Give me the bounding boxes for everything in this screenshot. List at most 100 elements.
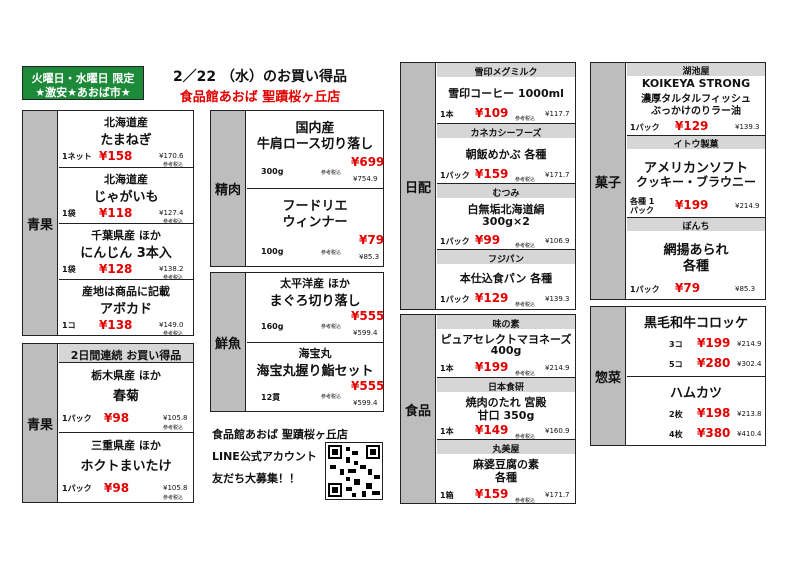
product-name-line1: 国内産	[295, 121, 335, 136]
product-price: ¥555	[351, 379, 385, 393]
tax-note: 参考税込	[321, 250, 342, 256]
product-name: 雪印コーヒー 1000ml	[448, 87, 564, 100]
section-grocery: 食品 味の素 ピュアセレクトマヨネーズ 400g 1本 ¥199 ¥214.9 …	[400, 314, 576, 504]
product-tax-price: ¥139.3	[545, 295, 570, 303]
product-name: 黒毛和牛コロッケ	[643, 316, 748, 331]
product-origin: 海宝丸	[298, 347, 332, 360]
product-qty: 1本	[440, 427, 454, 436]
product-qty: 各種 1パック	[630, 197, 655, 215]
product-qty: 12貫	[261, 393, 281, 402]
tax-note: 参考税込	[321, 324, 342, 330]
product-qty: 1袋	[62, 265, 76, 274]
product-qty: 3コ	[669, 340, 683, 349]
section-produce-2day: 青果 2日間連続 お買い得品 栃木県産 ほか 春菊 1パック ¥98 ¥105.…	[22, 343, 194, 503]
product-card: 海宝丸 海宝丸握り鮨セット ¥555 12貫 参考税込 ¥599.4	[247, 342, 385, 412]
product-price: ¥199	[675, 198, 709, 212]
promo-line1: 火曜日・水曜日 限定	[31, 72, 135, 85]
section-daily: 日配 雪印メグミルク 雪印コーヒー 1000ml 1本 ¥109 ¥117.7 …	[400, 62, 576, 310]
product-size: 400g	[490, 344, 522, 357]
product-price: ¥198	[697, 406, 731, 420]
product-card: カネカシーフーズ 朝飯めかぶ 各種 1パック ¥159 ¥171.7 参考税込	[437, 123, 575, 184]
product-qty: 1ネット	[62, 152, 92, 161]
product-tax-price: ¥117.7	[545, 110, 570, 118]
page-title: 2／22 （水）のお買い得品	[172, 69, 348, 85]
product-tax-price: ¥171.7	[545, 491, 570, 499]
product-brand: ぼんち	[682, 222, 710, 232]
product-brand: むつみ	[492, 189, 520, 199]
product-card: 湖池屋 KOIKEYA STRONG 濃厚タルタルフィッシュ ぶっかけのりラー油…	[627, 63, 765, 135]
product-name: 焼肉のたれ 宮殿	[465, 396, 547, 409]
product-qty: 1本	[440, 110, 454, 119]
section-fish: 鮮魚 太平洋産 ほか まぐろ切り落し ¥555 160g 参考税込 ¥599.4…	[210, 272, 384, 412]
product-tax-price: ¥213.8	[737, 410, 762, 418]
product-qty: 1箱	[440, 491, 454, 500]
product-name: 麻婆豆腐の素	[473, 458, 539, 471]
product-tax-price: ¥599.4	[353, 399, 378, 407]
product-name-line1: フードリエ	[282, 199, 348, 214]
product-price: ¥380	[697, 426, 731, 440]
product-price: ¥199	[697, 336, 731, 350]
product-tax-price: ¥214.9	[735, 202, 760, 210]
product-card: 丸美屋 麻婆豆腐の素 各種 1箱 ¥159 ¥171.7 参考税込	[437, 439, 575, 504]
product-size: 各種	[495, 471, 517, 484]
product-card: 太平洋産 ほか まぐろ切り落し ¥555 160g 参考税込 ¥599.4	[247, 273, 384, 342]
product-qty: 1コ	[62, 321, 76, 330]
product-price: ¥138	[99, 318, 133, 332]
product-card: 北海道産 たまねぎ 1ネット ¥158 ¥170.6 参考税込	[59, 111, 193, 168]
product-card: 千葉県産 ほか にんじん 3本入 1袋 ¥128 ¥138.2 参考税込	[59, 223, 193, 281]
footer-friend-recruit: 友だち大募集！！	[212, 472, 300, 485]
product-origin: 千葉県産 ほか	[91, 229, 161, 242]
product-qty: 1パック	[440, 295, 470, 304]
product-tax-price: ¥214.9	[737, 340, 762, 348]
tax-note: 参考税込	[163, 275, 184, 281]
product-card: 北海道産 じゃがいも 1袋 ¥118 ¥127.4 参考税込	[59, 167, 193, 225]
promo-line2: ★激安★あおば市★	[35, 86, 131, 99]
product-name: まぐろ切り落し	[269, 294, 361, 309]
tax-note: 参考税込	[515, 177, 536, 183]
product-qty: 1パック	[440, 237, 470, 246]
product-card: ぼんち 網揚あられ 各種 1パック ¥79 ¥85.3	[627, 217, 765, 300]
tax-note: 参考税込	[163, 425, 184, 431]
product-qty: 160g	[261, 322, 284, 331]
tax-note: 参考税込	[163, 219, 184, 225]
product-card: 日本食研 焼肉のたれ 宮殿 甘口 350g 1本 ¥149 ¥160.9 参考税…	[437, 377, 575, 440]
category-label: 青果	[23, 111, 58, 335]
qr-code-icon[interactable]	[325, 442, 383, 500]
product-qty: 1パック	[62, 484, 92, 493]
product-price: ¥280	[697, 356, 731, 370]
product-card: 味の素 ピュアセレクトマヨネーズ 400g 1本 ¥199 ¥214.9 参考税…	[437, 315, 575, 377]
product-name: 朝飯めかぶ 各種	[465, 148, 547, 161]
product-card: 栃木県産 ほか 春菊 1パック ¥98 ¥105.8 参考税込	[59, 362, 193, 433]
product-name: たまねぎ	[100, 133, 152, 148]
footer-line-account: LINE公式アカウント	[212, 450, 317, 463]
promo-badge: 火曜日・水曜日 限定 ★激安★あおば市★	[22, 66, 144, 100]
product-price: ¥159	[475, 487, 509, 501]
store-name: 食品館あおば 聖蹟桜ヶ丘店	[179, 90, 341, 105]
product-tax-price: ¥302.4	[737, 360, 762, 368]
product-origin: 三重県産 ほか	[91, 439, 161, 452]
category-label: 食品	[401, 315, 436, 503]
product-price: ¥199	[475, 360, 509, 374]
product-qty: 300g	[261, 167, 284, 176]
product-tax-price: ¥170.6	[159, 152, 184, 160]
category-label: 精肉	[211, 111, 246, 266]
product-tax-price: ¥105.8	[163, 414, 188, 422]
product-origin: 太平洋産 ほか	[280, 277, 350, 290]
line-promo: 食品館あおば 聖蹟桜ヶ丘店 LINE公式アカウント 友だち大募集！！	[212, 426, 392, 496]
product-price: ¥98	[104, 411, 130, 425]
category-label: 菓子	[591, 63, 626, 299]
product-origin: 産地は商品に記載	[82, 285, 170, 298]
product-brand: 丸美屋	[492, 445, 520, 455]
product-card: ハムカツ 2枚 ¥198 ¥213.8 4枚 ¥380 ¥410.4	[627, 376, 765, 446]
product-name-line3: ぶっかけのりラー油	[651, 106, 741, 117]
product-tax-price: ¥410.4	[737, 430, 762, 438]
product-name-line2: クッキー・ブラウニー	[635, 175, 756, 189]
tax-note: 参考税込	[515, 116, 536, 122]
product-tax-price: ¥85.3	[735, 285, 756, 293]
product-card: むつみ 白無垢北海道絹 300g×2 1パック ¥99 ¥106.9 参考税込	[437, 183, 575, 250]
product-brand: フジパン	[488, 255, 524, 265]
tax-note: 参考税込	[515, 434, 536, 440]
product-price: ¥129	[475, 291, 509, 305]
product-name: ホクトまいたけ	[80, 459, 172, 474]
product-name: アボカド	[99, 302, 152, 317]
